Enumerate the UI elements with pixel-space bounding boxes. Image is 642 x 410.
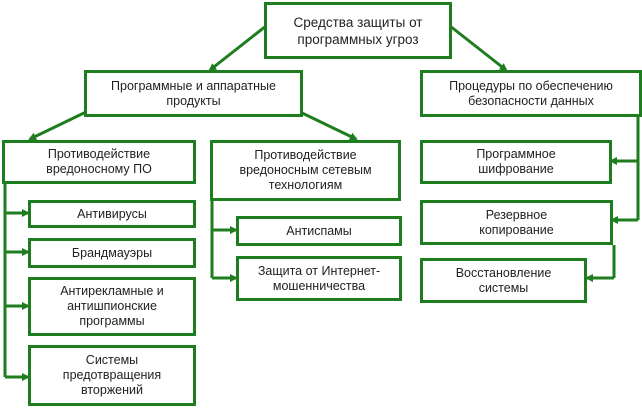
antivirus-node: Антивирусы <box>28 200 196 228</box>
antispam-node: Антиспамы <box>236 216 402 246</box>
antifraud-node: Защита от Интернет- мошенничества <box>236 256 402 301</box>
network-node: Противодействие вредоносным сетевым техн… <box>210 140 401 201</box>
arrow-root-to-products <box>208 24 267 72</box>
malware-node: Противодействие вредоносному ПО <box>2 140 196 184</box>
backup-node: Резервное копирование <box>420 200 613 245</box>
arrow-products-to-network <box>299 110 358 141</box>
ips-node: Системы предотвращения вторжений <box>28 345 196 406</box>
recovery-node: Восстановление системы <box>420 258 587 303</box>
procedures-node: Процедуры по обеспечению безопасности да… <box>420 70 642 117</box>
encryption-node: Программное шифрование <box>420 140 612 184</box>
products-node: Программные и аппаратные продукты <box>84 70 303 117</box>
antispyware-node: Антирекламные и антишпионские программы <box>28 277 196 336</box>
arrow-products-to-malware <box>28 110 87 141</box>
firewall-node: Брандмауэры <box>28 238 196 268</box>
root-node: Средства защиты от программных угроз <box>264 2 452 59</box>
arrow-root-to-procedures <box>449 24 508 72</box>
